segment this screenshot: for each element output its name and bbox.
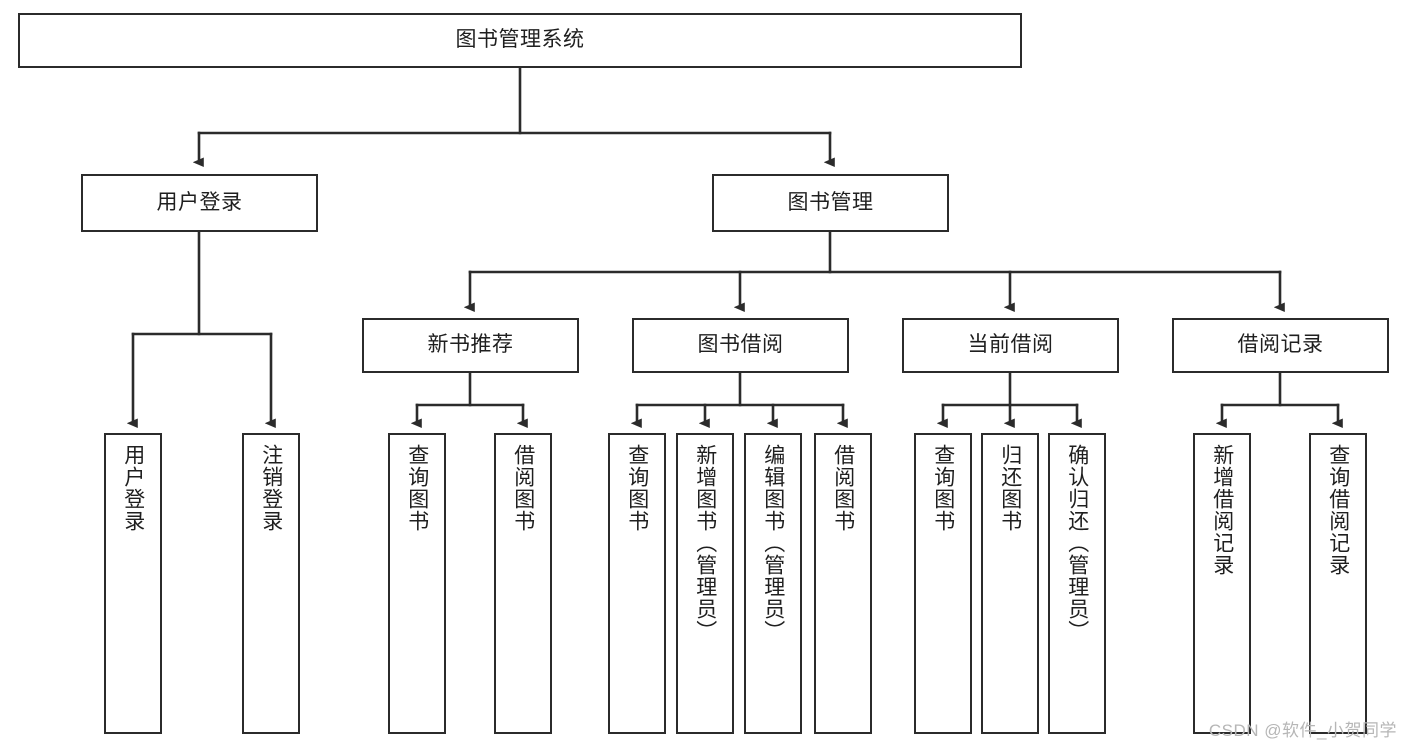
node-leaf-borrow-book-2[interactable]: 借阅图书 xyxy=(814,433,872,734)
watermark: CSDN @软件_小贺同学 xyxy=(1208,721,1397,740)
node-book-borrow-label: 图书借阅 xyxy=(697,333,784,357)
node-leaf-query-book-3-label: 查询图书 xyxy=(931,444,955,532)
node-borrow-record[interactable]: 借阅记录 xyxy=(1172,318,1389,373)
node-leaf-user-logout-label: 注销登录 xyxy=(259,444,283,532)
node-leaf-borrow-book-1[interactable]: 借阅图书 xyxy=(494,433,552,734)
node-book-manage[interactable]: 图书管理 xyxy=(712,174,949,232)
node-user-login[interactable]: 用户登录 xyxy=(81,174,318,232)
node-book-borrow[interactable]: 图书借阅 xyxy=(632,318,849,373)
node-leaf-query-book-3[interactable]: 查询图书 xyxy=(914,433,972,734)
node-leaf-confirm-return[interactable]: 确认归还（管理员） xyxy=(1048,433,1106,734)
node-new-book-recommend[interactable]: 新书推荐 xyxy=(362,318,579,373)
node-leaf-add-book-label: 新增图书（管理员） xyxy=(693,444,717,642)
node-leaf-user-login-label: 用户登录 xyxy=(121,444,145,532)
node-leaf-borrow-book-1-label: 借阅图书 xyxy=(511,444,535,532)
node-leaf-return-book[interactable]: 归还图书 xyxy=(981,433,1039,734)
node-leaf-query-book-1-label: 查询图书 xyxy=(405,444,429,532)
node-root[interactable]: 图书管理系统 xyxy=(18,13,1022,68)
node-leaf-edit-book-label: 编辑图书（管理员） xyxy=(761,444,785,642)
node-leaf-query-book-2[interactable]: 查询图书 xyxy=(608,433,666,734)
node-leaf-query-book-2-label: 查询图书 xyxy=(625,444,649,532)
node-leaf-add-record-label: 新增借阅记录 xyxy=(1210,444,1234,576)
node-leaf-confirm-return-label: 确认归还（管理员） xyxy=(1065,444,1089,642)
node-leaf-query-record[interactable]: 查询借阅记录 xyxy=(1309,433,1367,734)
node-leaf-edit-book[interactable]: 编辑图书（管理员） xyxy=(744,433,802,734)
node-leaf-user-logout[interactable]: 注销登录 xyxy=(242,433,300,734)
node-leaf-add-book[interactable]: 新增图书（管理员） xyxy=(676,433,734,734)
node-current-borrow-label: 当前借阅 xyxy=(967,333,1054,357)
node-leaf-query-record-label: 查询借阅记录 xyxy=(1326,444,1350,576)
node-new-book-recommend-label: 新书推荐 xyxy=(427,333,514,357)
node-borrow-record-label: 借阅记录 xyxy=(1237,333,1324,357)
node-user-login-label: 用户登录 xyxy=(156,190,243,214)
node-leaf-return-book-label: 归还图书 xyxy=(998,444,1022,532)
node-leaf-add-record[interactable]: 新增借阅记录 xyxy=(1193,433,1251,734)
node-leaf-borrow-book-2-label: 借阅图书 xyxy=(831,444,855,532)
node-root-label: 图书管理系统 xyxy=(455,28,585,52)
node-current-borrow[interactable]: 当前借阅 xyxy=(902,318,1119,373)
node-leaf-user-login[interactable]: 用户登录 xyxy=(104,433,162,734)
node-leaf-query-book-1[interactable]: 查询图书 xyxy=(388,433,446,734)
node-book-manage-label: 图书管理 xyxy=(787,190,874,214)
